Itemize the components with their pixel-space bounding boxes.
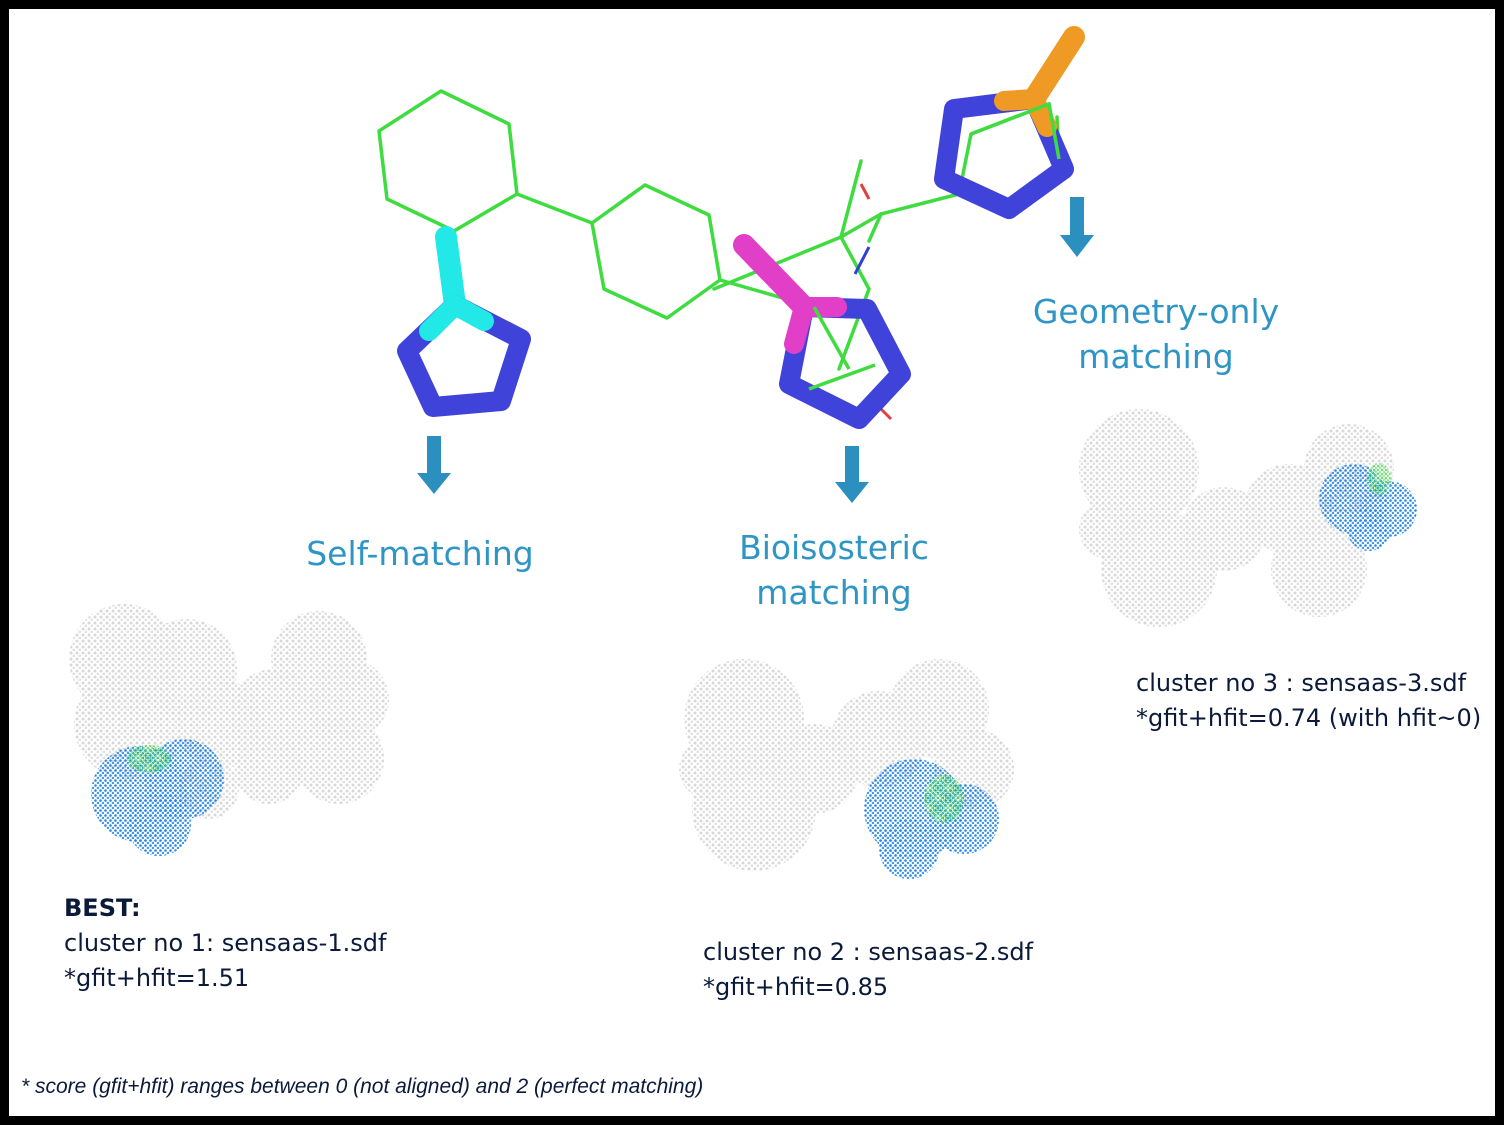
molecule-illustration [69,26,1417,879]
bio-fragment [733,234,911,429]
point-cloud-2 [679,659,1014,879]
cluster-1-file: cluster no 1: sensaas-1.sdf [64,929,387,957]
cluster-2-caption: cluster no 2 : sensaas-2.sdf *gfit+hfit=… [703,935,1033,1005]
arrow-self [417,436,451,494]
point-cloud-3 [1079,409,1417,627]
point-cloud-1 [69,604,389,856]
cluster-1-caption: BEST: cluster no 1: sensaas-1.sdf *gfit+… [64,891,386,996]
cluster-3-caption: cluster no 3 : sensaas-3.sdf *gfit+hfit=… [1136,666,1481,736]
self-fragment [397,226,531,417]
geo-fragment [934,26,1085,219]
cluster-3-file: cluster no 3 : sensaas-3.sdf [1136,669,1467,697]
cluster-2-file: cluster no 2 : sensaas-2.sdf [703,938,1034,966]
arrow-bio [835,446,869,503]
self-matching-label: Self-matching [306,534,534,573]
geometry-only-matching-label: Geometry-only matching [1032,292,1280,376]
cluster-1-score: *gfit+hfit=1.51 [64,964,250,992]
cluster-2-score: *gfit+hfit=0.85 [703,973,889,1001]
arrow-geo [1060,197,1094,257]
score-footnote: * score (gfit+hfit) ranges between 0 (no… [21,1075,704,1098]
bioisosteric-matching-label: Bioisosteric matching [739,528,929,612]
cluster-3-score: *gfit+hfit=0.74 (with hfit~0) [1136,704,1482,732]
best-heading: BEST: [64,894,141,922]
